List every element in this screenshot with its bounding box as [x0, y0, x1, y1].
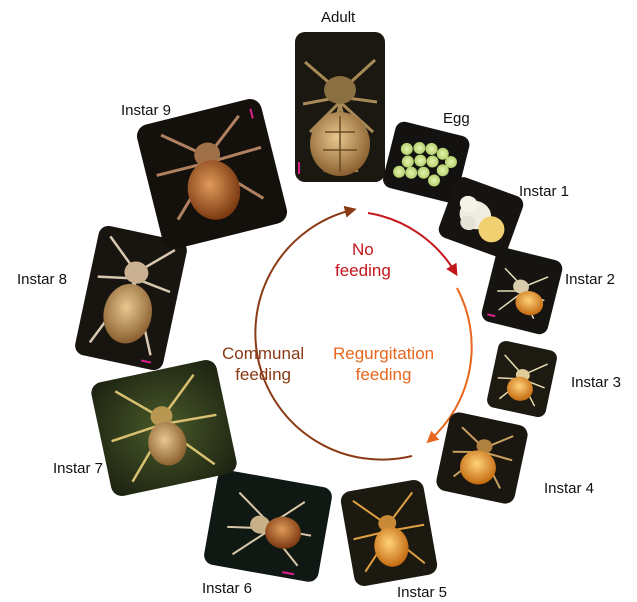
- no-feeding-label-line1: No: [335, 239, 391, 260]
- communal-feeding-label: Communal feeding: [222, 343, 304, 385]
- regurgitation-feeding-label-line2: feeding: [333, 364, 434, 385]
- no-feeding-label: No feeding: [335, 239, 391, 281]
- stage-label-instar6: Instar 6: [202, 580, 252, 597]
- instar9-photo: [134, 96, 289, 251]
- instar7-photo: [89, 358, 238, 498]
- communal-feeding-label-line1: Communal: [222, 343, 304, 364]
- regurgitation-feeding-label-line1: Regurgitation: [333, 343, 434, 364]
- stage-label-adult: Adult: [321, 9, 355, 26]
- regurgitation-feeding-label: Regurgitation feeding: [333, 343, 434, 385]
- instar3-photo: [486, 340, 559, 419]
- instar4-photo: [435, 411, 530, 506]
- stage-label-instar7: Instar 7: [53, 460, 103, 477]
- stage-label-instar5: Instar 5: [397, 584, 447, 601]
- instar2-photo: [480, 246, 564, 336]
- stage-label-instar1: Instar 1: [519, 183, 569, 200]
- stage-label-instar9: Instar 9: [121, 102, 171, 119]
- instar6-photo: [203, 469, 334, 584]
- instar5-photo: [339, 478, 438, 587]
- no-feeding-label-line2: feeding: [335, 260, 391, 281]
- stage-label-egg: Egg: [443, 110, 470, 127]
- communal-feeding-label-line2: feeding: [222, 364, 304, 385]
- stage-label-instar8: Instar 8: [17, 271, 67, 288]
- stage-label-instar3: Instar 3: [571, 374, 621, 391]
- stage-label-instar4: Instar 4: [544, 480, 594, 497]
- stage-label-instar2: Instar 2: [565, 271, 615, 288]
- adult-photo: [295, 32, 385, 182]
